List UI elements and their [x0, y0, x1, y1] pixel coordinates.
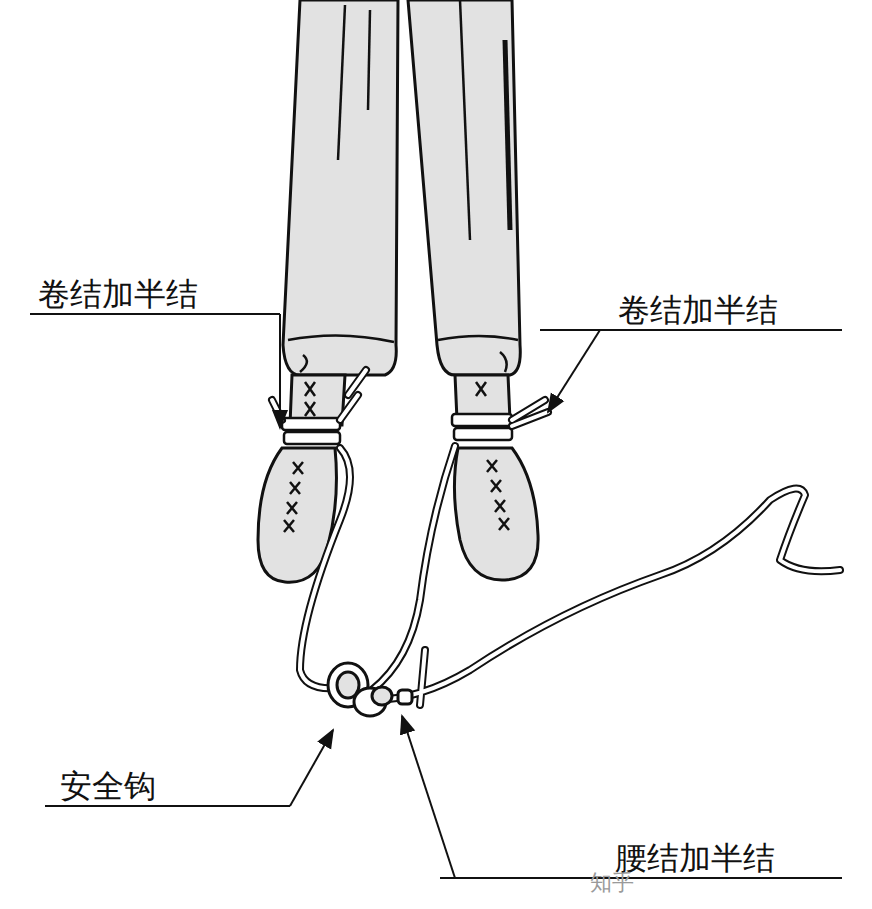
knot-label: 卷结加半结: [38, 277, 198, 312]
ankle-rope-wraps: [282, 414, 512, 444]
shoe-laces: [284, 460, 509, 532]
watermark: 知乎: [590, 871, 634, 895]
lace-marks: [305, 382, 486, 416]
part-label: 安全钩: [60, 769, 156, 804]
rope: [300, 446, 840, 705]
leader-lines: [30, 314, 842, 878]
rope-ends: [272, 370, 548, 426]
shoes: [258, 448, 538, 582]
knot-label: 卷结加半结: [618, 293, 778, 328]
trouser-legs: [283, 0, 520, 375]
knot-label: 腰结加半结: [615, 841, 775, 876]
fold-lines: [288, 0, 518, 372]
safety-hook-knot: [328, 663, 412, 716]
